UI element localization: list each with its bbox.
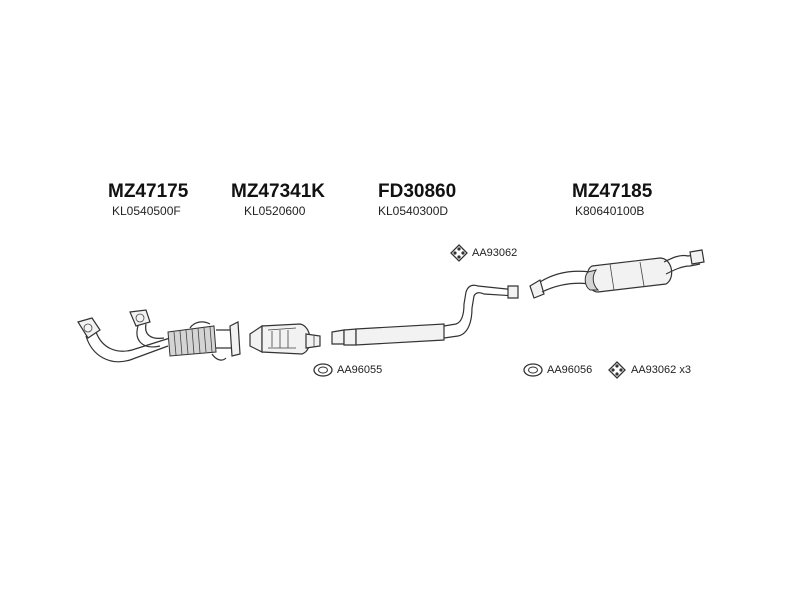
part-number-rear-silencer[interactable]: MZ47185	[572, 181, 653, 202]
middle-silencer-drawing[interactable]	[331, 284, 519, 346]
diamond-gasket-icon	[608, 361, 626, 379]
ref-number-middle-silencer: KL0540300D	[378, 204, 449, 218]
part-number-front-pipe[interactable]: MZ47175	[108, 181, 189, 202]
accessory-label-aa93062[interactable]: AA93062	[472, 247, 518, 259]
accessory-label-aa93062-x3[interactable]: AA93062 x3	[631, 364, 691, 376]
ref-number-catalytic-converter: KL0520600	[244, 204, 306, 218]
catalytic-converter-drawing[interactable]	[249, 323, 321, 355]
part-number-catalytic-converter[interactable]: MZ47341K	[231, 181, 325, 202]
diamond-gasket-icon	[450, 244, 468, 262]
oval-gasket-icon	[313, 363, 333, 377]
front-pipe-drawing[interactable]	[77, 309, 241, 363]
accessory-label-aa96056[interactable]: AA96056	[547, 364, 593, 376]
part-number-middle-silencer[interactable]: FD30860	[378, 181, 457, 202]
accessory-label-aa96055[interactable]: AA96055	[337, 364, 383, 376]
rear-silencer-drawing[interactable]	[529, 249, 705, 299]
oval-gasket-icon	[523, 363, 543, 377]
ref-number-rear-silencer: K80640100B	[575, 204, 645, 218]
ref-number-front-pipe: KL0540500F	[112, 204, 181, 218]
